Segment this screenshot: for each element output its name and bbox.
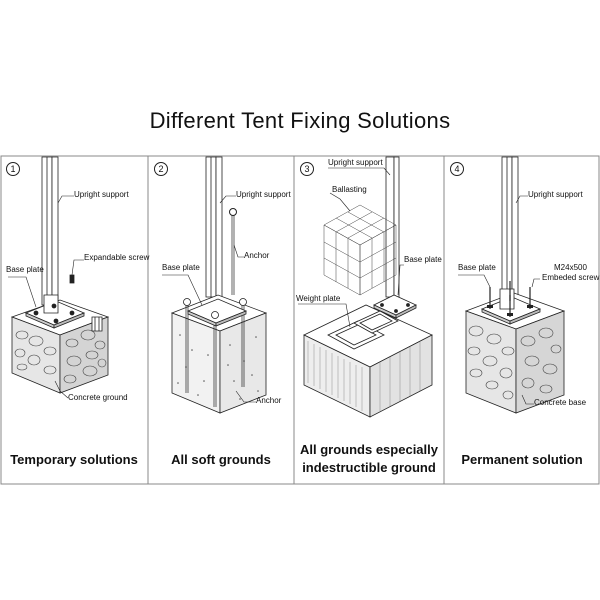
step-number: 3 — [300, 162, 314, 176]
caption-soft-grounds: All soft grounds — [171, 452, 271, 467]
soft-ground-fixing-illustration — [148, 155, 294, 485]
label-upright-support: Upright support — [528, 190, 583, 199]
label-base-plate: Base plate — [6, 265, 44, 274]
diagram-frame: 1 — [0, 155, 600, 485]
label-upright-support: Upright support — [236, 190, 291, 199]
frame-lines — [0, 155, 600, 485]
permanent-fixing-illustration — [444, 155, 600, 485]
label-embeded-screw: Embeded screw — [542, 273, 600, 282]
step-number: 1 — [6, 162, 20, 176]
label-expandable-screw: Expandable screw — [84, 253, 150, 262]
label-upright-support: Upright support — [328, 158, 383, 167]
panel-temporary: 1 — [0, 155, 150, 485]
label-base-plate: Base plate — [458, 263, 496, 272]
label-ballasting: Ballasting — [332, 185, 367, 194]
panel-permanent: 4 — [444, 155, 600, 485]
caption-permanent: Permanent solution — [461, 452, 583, 467]
label-concrete-ground: Concrete ground — [68, 393, 128, 402]
label-anchor-top: Anchor — [244, 251, 270, 260]
caption-temporary: Temporary solutions — [10, 452, 138, 467]
label-concrete-base: Concrete base — [534, 398, 587, 407]
label-base-plate: Base plate — [162, 263, 200, 272]
label-base-plate: Base plate — [404, 255, 442, 264]
page-title: Different Tent Fixing Solutions — [149, 108, 451, 133]
label-bolt-size: M24x500 — [554, 263, 587, 272]
caption-line1: All grounds especially — [300, 442, 438, 457]
temporary-fixing-illustration — [0, 155, 148, 485]
panel-indestructible: 3 — [294, 155, 444, 485]
panel-soft-grounds: 2 — [148, 155, 294, 485]
ballast-fixing-illustration — [294, 155, 444, 485]
caption-line2: indestructible ground — [302, 460, 436, 475]
step-number: 4 — [450, 162, 464, 176]
label-upright-support: Upright support — [74, 190, 129, 199]
label-weight-plate: Weight plate — [296, 294, 341, 303]
label-anchor-bottom: Anchor — [256, 396, 282, 405]
step-number: 2 — [154, 162, 168, 176]
